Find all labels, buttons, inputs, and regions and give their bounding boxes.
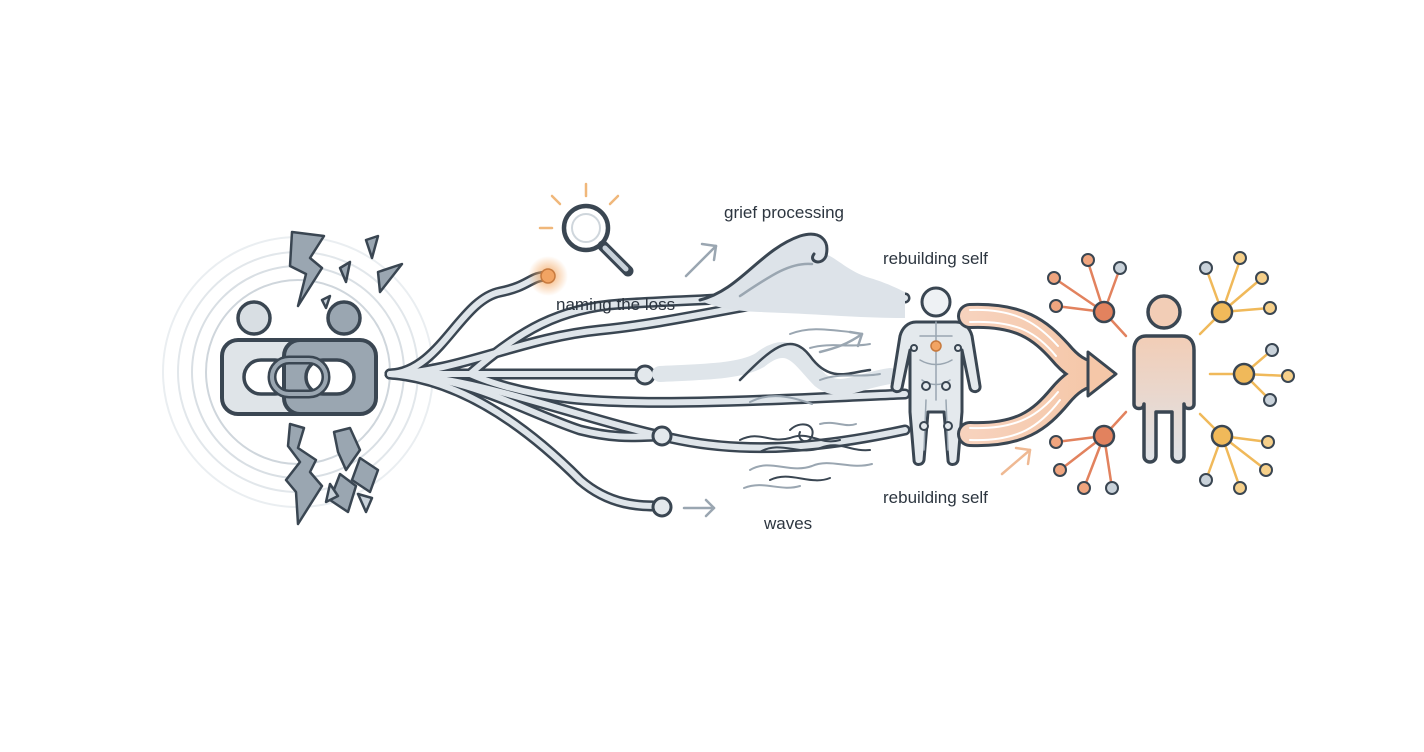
network-amber-top [1198,251,1277,336]
merge-arrow [957,302,1118,448]
label-naming-the-loss: naming the loss [556,295,675,314]
connection-network-icon [1047,251,1295,495]
network-coral-bottom [1049,410,1128,495]
label-rebuilding-self-bottom: rebuilding self [883,488,988,507]
broken-bond-group [162,230,434,526]
network-amber-mid [1208,343,1295,407]
insight-spark [528,256,568,296]
arrow-right-mid [818,330,864,354]
channel-node-bottom [651,496,673,518]
person-icon [1132,294,1196,464]
person-left-head [236,300,272,336]
magnifying-glass-icon [538,182,634,277]
label-grief-processing: grief processing [724,203,844,222]
arrow-up-right-2 [1000,446,1032,476]
network-amber-bottom [1198,412,1275,495]
label-waves: waves [763,514,812,533]
shatter-shards-bottom [284,422,380,526]
direction-arrows [682,242,1032,518]
network-coral-top [1047,253,1128,338]
grief-wave [698,232,905,318]
shatter-shards-top [288,230,404,310]
heart-node [930,340,942,352]
channel-node-low [651,425,673,447]
person-right-head [326,300,362,336]
arrow-up-right-1 [684,242,718,278]
channel-node-mid [634,364,656,386]
label-rebuilding-self-top: rebuilding self [883,249,988,268]
human-body-outline-icon [890,286,982,466]
tangled-waves [739,421,873,489]
arrow-right-bottom [682,498,716,518]
